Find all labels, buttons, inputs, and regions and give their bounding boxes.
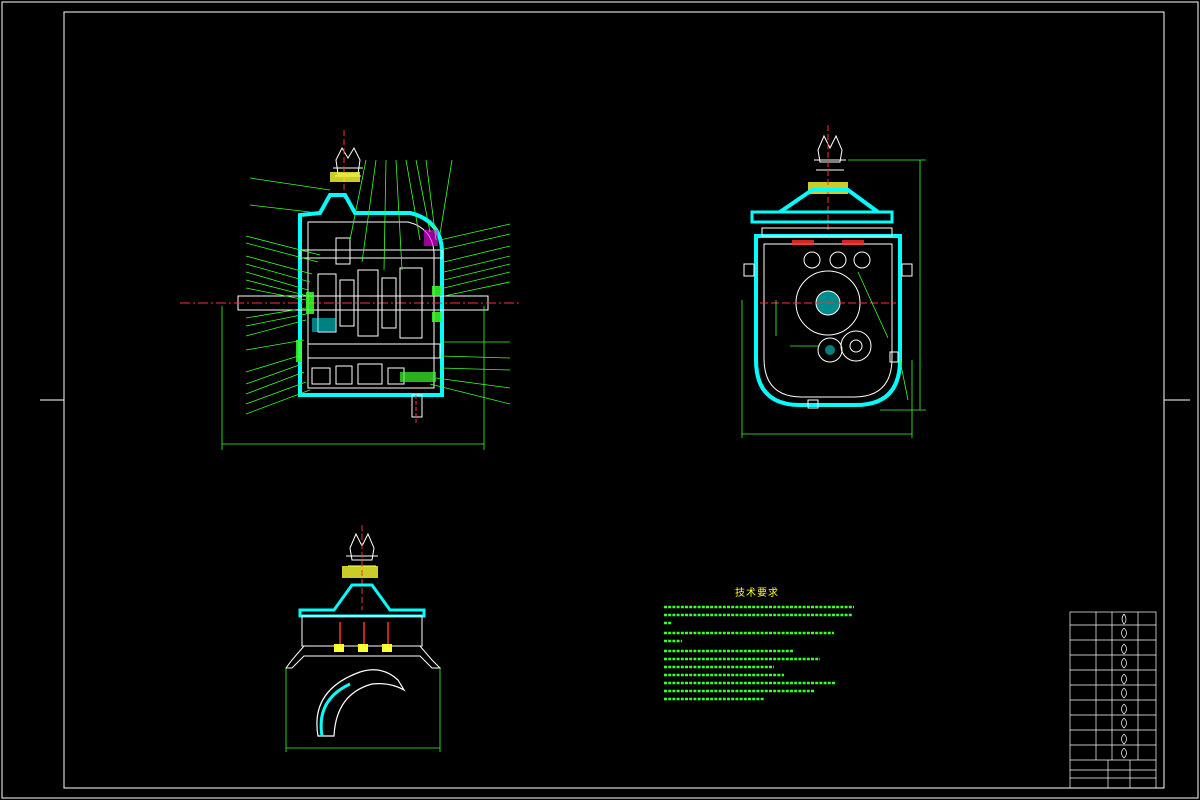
technical-requirements-notes xyxy=(664,601,874,701)
front-section-view xyxy=(180,130,520,450)
title-block xyxy=(1069,611,1157,789)
technical-requirements-text-lines xyxy=(664,605,854,701)
sheet-inner-border xyxy=(63,11,1165,789)
technical-requirements-title: 技术要求 xyxy=(735,588,779,599)
side-section-view xyxy=(741,125,926,438)
shift-mechanism-view xyxy=(285,525,442,752)
